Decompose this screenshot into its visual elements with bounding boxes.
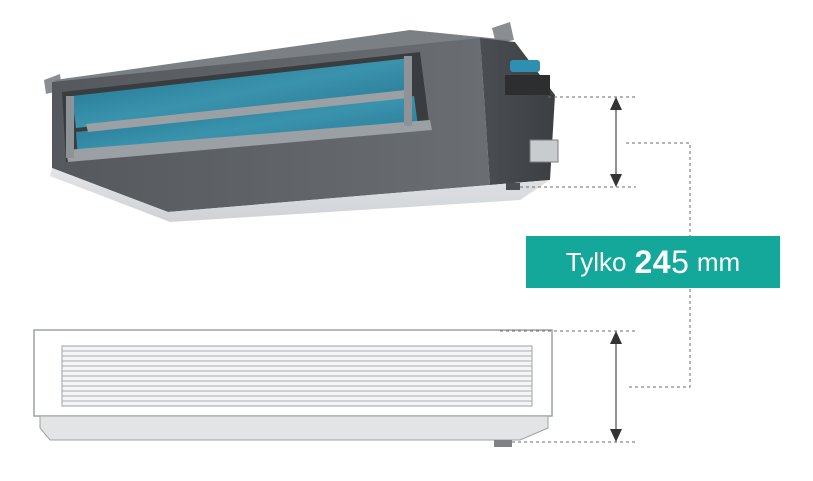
front-view-base <box>39 415 549 441</box>
unit-bottom-face <box>50 168 550 222</box>
badge-value-rest: 5 <box>671 244 689 280</box>
mounting-bracket-right <box>492 22 514 44</box>
height-badge: Tylko 24 5 mm <box>526 236 780 288</box>
arrowhead-top-up <box>610 97 622 110</box>
ducted-unit-front-view <box>33 329 553 447</box>
drain-fitting <box>529 139 559 163</box>
bottom-foot <box>506 183 520 190</box>
arrowhead-top-down <box>610 174 622 187</box>
frame-bar-bottom <box>66 120 432 162</box>
dimension-annotation <box>500 96 691 443</box>
arrowhead-bottom-up <box>610 331 622 344</box>
arrowhead-bottom-down <box>610 429 622 442</box>
grille-slats <box>62 350 532 402</box>
badge-value-bold: 24 <box>634 244 672 280</box>
badge-prefix: Tylko <box>565 247 627 277</box>
control-box <box>505 75 550 95</box>
ducted-unit-3d-view <box>44 22 559 222</box>
frame-post-right <box>404 56 412 126</box>
front-view-foot <box>494 440 512 447</box>
frame-post-left <box>66 96 74 158</box>
frame-bar-middle <box>86 90 408 132</box>
badge-unit: mm <box>696 247 741 277</box>
pipe-connector <box>510 60 540 72</box>
coil-panel-upper <box>72 58 412 128</box>
